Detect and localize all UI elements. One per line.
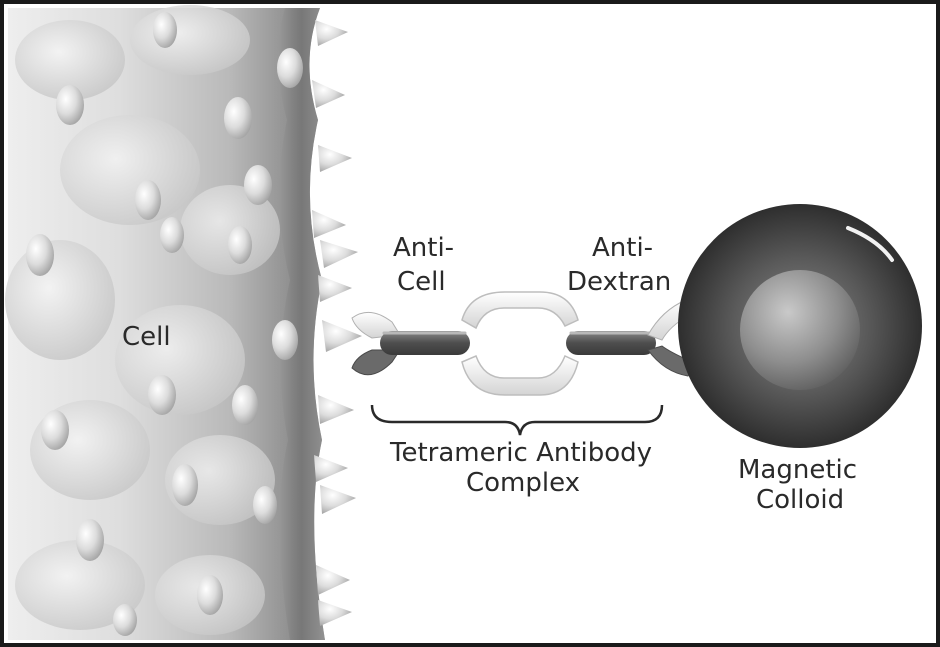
label-anti-dextran-1: Anti- xyxy=(592,233,653,263)
label-anti-cell-2: Cell xyxy=(397,267,446,297)
label-colloid-1: Magnetic xyxy=(738,455,857,485)
label-anti-dextran-2: Dextran xyxy=(567,267,671,297)
label-colloid-2: Colloid xyxy=(756,485,844,515)
label-complex-1: Tetrameric Antibody xyxy=(389,438,652,468)
label-anti-cell-1: Anti- xyxy=(393,233,454,263)
magnetic-colloid xyxy=(678,204,922,448)
label-cell: Cell xyxy=(122,322,171,352)
label-complex-2: Complex xyxy=(466,468,580,498)
